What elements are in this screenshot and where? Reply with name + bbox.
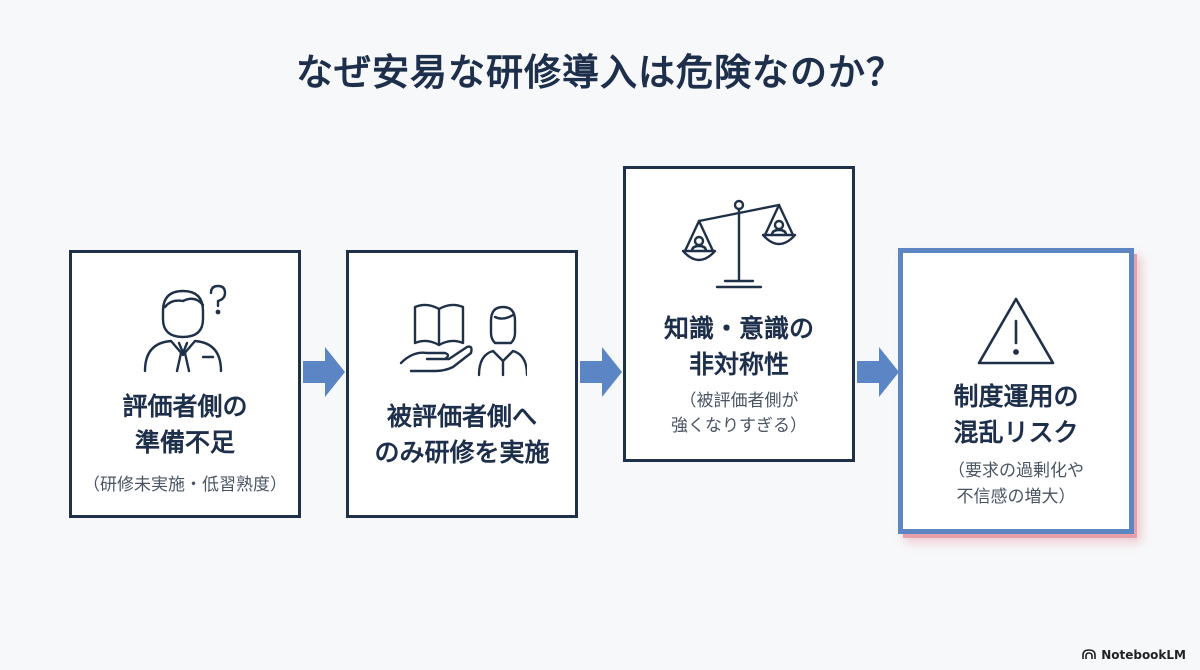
card-label-line2: のみ研修を実施 [374, 438, 550, 467]
notebooklm-watermark: NotebookLM [1082, 648, 1186, 662]
card-knowledge-asymmetry: 知識・意識の 非対称性 （被評価者側が 強くなりすぎる） [623, 166, 855, 462]
card-operational-risk: 制度運用の 混乱リスク （要求の過剰化や 不信感の増大） [898, 248, 1134, 534]
card-label-line2: 混乱リスク [953, 418, 1079, 447]
card-subtext-line2: 強くなりすぎる） [671, 416, 807, 436]
card-label-line2: 非対称性 [688, 350, 789, 379]
card-subtext-line2: 不信感の増大） [956, 487, 1076, 507]
brand-label: NotebookLM [1101, 648, 1186, 662]
card-subtext-line1: （被評価者側が [679, 391, 799, 411]
book-in-hand-icon [349, 297, 575, 377]
card-training-evaluatee-only: 被評価者側へ のみ研修を実施 [346, 250, 578, 518]
flow-arrow-icon [857, 347, 899, 401]
card-subtext: （研修未実施・低習熟度） [83, 475, 287, 495]
card-label-line1: 制度運用の [953, 382, 1079, 411]
card-label-line1: 被評価者側へ [386, 402, 537, 431]
card-label-line1: 評価者側の [122, 392, 248, 421]
confused-person-icon [72, 283, 298, 373]
card-label-line2: 準備不足 [134, 428, 235, 457]
flow-arrow-icon [580, 347, 622, 401]
card-evaluator-unprepared: 評価者側の 準備不足 （研修未実施・低習熟度） [69, 250, 301, 518]
card-label-line1: 知識・意識の [663, 314, 814, 343]
card-subtext-line1: （要求の過剰化や [948, 461, 1084, 481]
warning-icon [903, 295, 1129, 367]
flow-arrow-icon [303, 347, 345, 401]
page-title: なぜ安易な研修導入は危険なのか？ [296, 51, 904, 94]
notebooklm-logo-icon [1082, 648, 1096, 662]
balance-scale-icon [626, 195, 852, 293]
